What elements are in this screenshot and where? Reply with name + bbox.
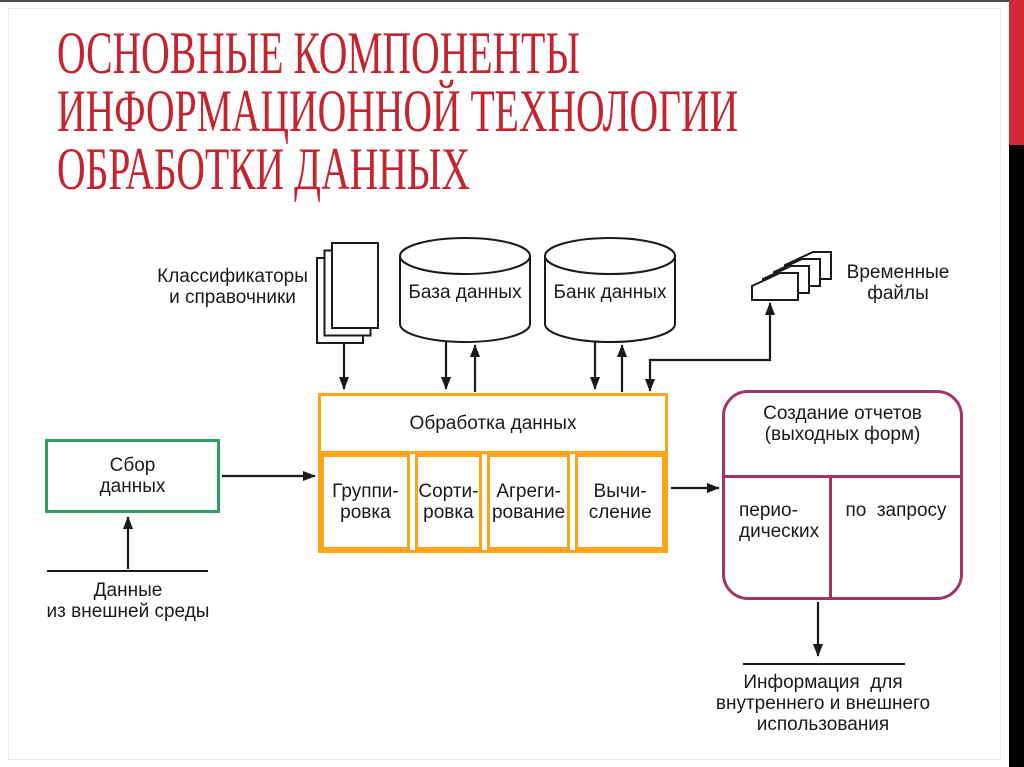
databank-label: Банк данных — [553, 282, 667, 303]
temp-files-label: Временные файлы — [846, 262, 950, 304]
operation-grouping: Группи- ровка — [321, 454, 410, 550]
accent-bar — [1009, 0, 1024, 767]
top-edge-line — [0, 0, 1009, 2]
title-line-1: ОСНОВНЫЕ КОМПОНЕНТЫ — [57, 20, 580, 86]
operation-aggregation: Агреги- рование — [487, 454, 571, 550]
reports-row: перио- дических по запросу — [725, 478, 960, 597]
temp-files-stack-icon — [751, 251, 832, 301]
reports-box: Создание отчетов (выходных форм) перио- … — [722, 390, 963, 600]
database-label: База данных — [408, 282, 522, 303]
flow-arrows — [123, 302, 823, 657]
operation-calculation: Вычи- сление — [575, 454, 665, 550]
terminator-lines — [47, 570, 905, 665]
databank-cylinder-icon — [544, 237, 676, 343]
classifiers-label: Классификаторы и справочники — [157, 266, 308, 308]
external-data-label: Данные из внешней среды — [46, 580, 210, 622]
accent-bar-red — [1009, 0, 1024, 145]
title-line-3: ОБРАБОТКИ ДАННЫХ — [57, 136, 471, 202]
info-usage-label: Информация для внутреннего и внешнего ис… — [715, 672, 931, 735]
reports-on-request: по запросу — [845, 500, 947, 521]
reports-periodic: перио- дических — [725, 478, 832, 597]
database-cylinder-icon — [399, 237, 531, 343]
title-line-2: ИНФОРМАЦИОННОЙ ТЕХНОЛОГИИ — [57, 78, 739, 144]
arrow-processing-tempfiles-elbow — [645, 302, 775, 392]
reports-title: Создание отчетов (выходных форм) — [725, 393, 960, 478]
processing-title: Обработка данных — [321, 396, 665, 454]
processing-box: Обработка данных Группи- ровка Сорти- ро… — [318, 393, 668, 553]
page-title: ОСНОВНЫЕ КОМПОНЕНТЫ ИНФОРМАЦИОННОЙ ТЕХНО… — [57, 20, 739, 202]
processing-operations-row: Группи- ровка Сорти- ровка Агреги- рован… — [321, 454, 665, 550]
accent-bar-black — [1009, 145, 1024, 767]
collection-label: Сбор данных — [99, 455, 166, 497]
collection-box: Сбор данных — [45, 439, 220, 513]
operation-sorting: Сорти- ровка — [414, 454, 483, 550]
documents-stack-icon — [316, 242, 379, 344]
